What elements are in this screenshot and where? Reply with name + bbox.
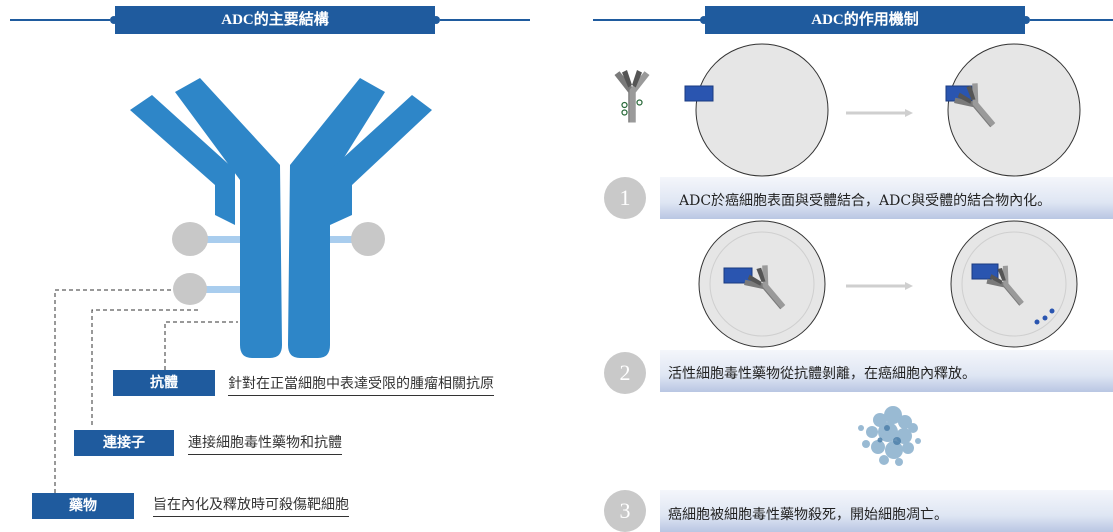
step2-band	[660, 350, 1113, 392]
step1-band	[660, 177, 1113, 219]
linker-left	[200, 236, 242, 243]
apoptosis-fragments-icon	[858, 406, 921, 466]
linker-lower	[196, 286, 242, 293]
step3-number: 3	[604, 490, 646, 532]
released-drug-dot-3	[1034, 319, 1040, 325]
left-panel-title: ADC的主要結構	[115, 6, 435, 34]
drug-left-upper	[172, 222, 208, 256]
right-header-dot-right	[1022, 16, 1030, 24]
cell-step2-before	[698, 220, 826, 348]
linker-right	[328, 236, 360, 243]
linker-connector	[91, 309, 200, 425]
antibody-connector	[164, 321, 238, 370]
step1-text: ADC於癌細胞表面與受體結合，ADC與受體的結合物內化。	[679, 193, 1052, 209]
linker-label: 連接子	[74, 430, 174, 456]
step2-number: 2	[604, 352, 646, 394]
drug-label: 藥物	[32, 493, 134, 519]
bound-adc-step2	[741, 261, 795, 318]
antibody-label: 抗體	[113, 370, 215, 396]
left-header-dot-right	[432, 16, 440, 24]
right-header-line-left	[593, 19, 703, 21]
cell-step1-before	[695, 43, 829, 177]
right-header-line-right	[1030, 19, 1113, 21]
free-adc-icon	[614, 70, 650, 123]
drug-left-lower	[173, 273, 207, 305]
receptor-step1-after	[945, 85, 973, 102]
step3-text: 癌細胞被細胞毒性藥物殺死，開始細胞凋亡。	[668, 507, 948, 523]
receptor-step2-before	[723, 267, 753, 284]
left-header-line-right	[440, 19, 530, 21]
receptor-step2-after	[971, 263, 999, 280]
left-header-line-left	[10, 19, 110, 21]
bound-adc-step1	[951, 79, 1005, 136]
antibody-diagram	[54, 78, 432, 493]
step1-number: 1	[604, 177, 646, 219]
released-drug-dot-2	[1042, 315, 1048, 321]
antibody-left-arm-outer	[130, 95, 235, 225]
right-panel-title: ADC的作用機制	[705, 6, 1025, 34]
linker-description: 連接細胞毒性藥物和抗體	[188, 432, 342, 455]
drug-right-upper	[351, 222, 385, 256]
left-header-dot-left	[110, 16, 118, 24]
antibody-right-arm-inner	[288, 78, 385, 358]
step3-band	[660, 490, 1113, 532]
right-header-dot-left	[700, 16, 708, 24]
antibody-description: 針對在正當細胞中表達受限的腫瘤相關抗原	[228, 373, 494, 396]
receptor-step1-before	[684, 85, 714, 102]
step2-text: 活性細胞毒性藥物從抗體剝離，在癌細胞內釋放。	[668, 366, 976, 382]
antibody-right-arm-outer	[330, 95, 432, 225]
cell-step1-after	[947, 43, 1081, 177]
drug-description: 旨在內化及釋放時可殺傷靶細胞	[153, 494, 349, 517]
cell-step2-after	[950, 220, 1078, 348]
antibody-left-arm-inner	[175, 78, 282, 358]
released-adc-step2	[983, 262, 1033, 313]
drug-connector	[54, 289, 178, 493]
released-drug-dot-1	[1049, 308, 1055, 314]
